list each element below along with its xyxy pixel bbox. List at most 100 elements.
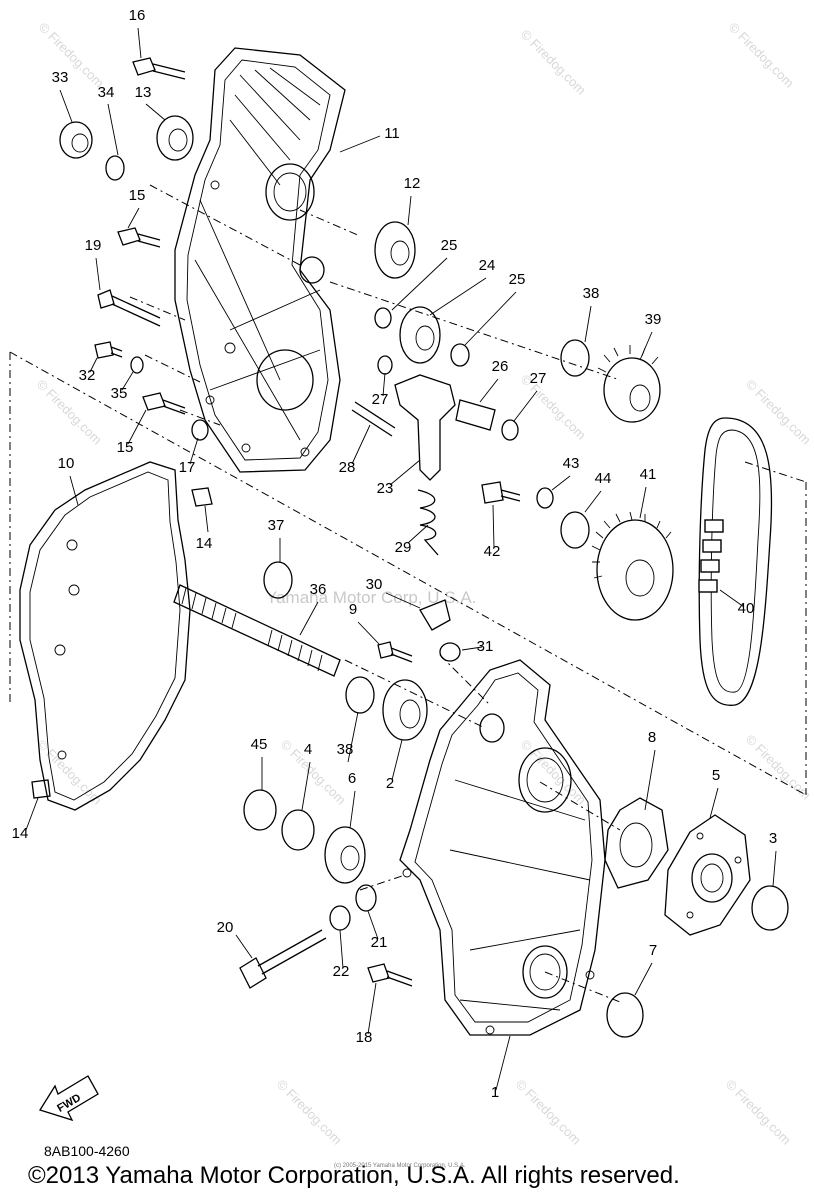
part-label-45: 45 (251, 736, 268, 753)
watermark-site-13: © Firedog.com (723, 1077, 794, 1148)
part-label-8: 8 (648, 729, 656, 746)
assembly-frame (9, 184, 807, 1003)
part-label-14: 14 (196, 535, 213, 552)
watermark-site-12: © Firedog.com (513, 1077, 584, 1148)
fine-print: (c) 2005-2015 Yamaha Motor Corporation, … (334, 1163, 466, 1169)
nut-22 (329, 905, 351, 931)
part-label-2: 2 (386, 775, 394, 792)
bolt-20-head (239, 957, 267, 989)
bolt-16-head (132, 57, 156, 76)
o-ring-31 (439, 642, 461, 662)
gasket-10 (19, 461, 191, 811)
dowel-pins-14 (31, 487, 213, 799)
part-label-14: 14 (12, 825, 29, 842)
part-label-38: 38 (583, 285, 600, 302)
part-label-5: 5 (712, 767, 720, 784)
part-label-12: 12 (404, 175, 421, 192)
part-label-15: 15 (117, 439, 134, 456)
part-label-27: 27 (530, 370, 547, 387)
part-label-41: 41 (640, 466, 657, 483)
part-label-35: 35 (111, 385, 128, 402)
part-label-16: 16 (129, 7, 146, 24)
watermark-site-10: © Firedog.com (743, 732, 814, 803)
bolt-18-head (367, 963, 390, 983)
part-label-17: 17 (179, 459, 196, 476)
part-label-29: 29 (395, 539, 412, 556)
bearing-2 (382, 679, 428, 741)
part-label-4: 4 (304, 741, 312, 758)
part-label-23: 23 (377, 480, 394, 497)
seal-33 (59, 121, 93, 159)
watermark-site-4: © Firedog.com (34, 377, 105, 448)
part-label-25: 25 (509, 271, 526, 288)
part-label-28: 28 (339, 459, 356, 476)
part-label-20: 20 (217, 919, 234, 936)
drive-chain-40 (698, 417, 773, 706)
part-label-33: 33 (52, 69, 69, 86)
cover-plate-5 (664, 814, 751, 936)
seal-7 (606, 992, 644, 1038)
bearing-13 (156, 115, 194, 161)
washer-35 (130, 356, 144, 374)
part-label-30: 30 (366, 576, 383, 593)
part-label-13: 13 (135, 84, 152, 101)
lever-23 (394, 374, 456, 556)
sprocket-41 (591, 511, 674, 621)
watermark-site-1: © Firedog.com (36, 20, 107, 91)
part-label-39: 39 (645, 311, 662, 328)
part-label-18: 18 (356, 1029, 373, 1046)
pin-26 (455, 399, 496, 431)
gasket-8 (604, 797, 669, 889)
part-label-22: 22 (333, 963, 350, 980)
washer-21 (355, 884, 377, 912)
part-label-7: 7 (649, 942, 657, 959)
watermark-layer: © Firedog.com © Firedog.com © Firedog.co… (34, 20, 814, 1148)
part-label-10: 10 (58, 455, 75, 472)
watermark-site-6: © Firedog.com (743, 377, 814, 448)
bearing-24 (399, 306, 441, 364)
part-label-40: 40 (738, 600, 755, 617)
seal-37 (263, 561, 293, 599)
plug-30 (419, 599, 451, 631)
part-label-32: 32 (79, 367, 96, 384)
bolt-32-head (94, 341, 114, 359)
part-label-19: 19 (85, 237, 102, 254)
watermark-site-11: © Firedog.com (274, 1077, 345, 1148)
part-label-27: 27 (372, 391, 389, 408)
part-label-38: 38 (337, 741, 354, 758)
bolt-19-head (97, 289, 115, 309)
case-cover-11 (174, 47, 346, 473)
washer-25b (450, 343, 470, 367)
part-label-37: 37 (268, 517, 285, 534)
seal-3 (751, 885, 789, 931)
part-label-44: 44 (595, 470, 612, 487)
part-label-9: 9 (349, 601, 357, 618)
bearing-12 (374, 221, 416, 279)
clip-27 (377, 355, 393, 375)
bearings-and-seals (59, 115, 789, 1038)
part-label-43: 43 (563, 455, 580, 472)
bolt-15-head (117, 227, 141, 246)
washer-17 (191, 419, 209, 441)
bolt-42-head (481, 481, 504, 504)
part-label-36: 36 (310, 581, 327, 598)
bearing-6 (324, 826, 366, 884)
part-label-1: 1 (491, 1084, 499, 1101)
collar-38b (345, 676, 375, 714)
part-label-11: 11 (384, 125, 400, 142)
part-label-31: 31 (477, 638, 494, 655)
part-label-24: 24 (479, 257, 496, 274)
diagram-code: 8AB100-4260 (44, 1143, 130, 1159)
watermark-site-5: © Firedog.com (518, 372, 589, 443)
leader-lines (25, 27, 777, 1091)
bolts (94, 57, 521, 989)
part-label-3: 3 (769, 830, 777, 847)
circlip-4 (281, 809, 315, 851)
shaft-36 (173, 584, 341, 677)
part-label-42: 42 (484, 543, 501, 560)
watermark-site-2: © Firedog.com (518, 27, 589, 98)
washer-43 (536, 487, 554, 509)
fwd-arrow: FWD (39, 1075, 99, 1122)
